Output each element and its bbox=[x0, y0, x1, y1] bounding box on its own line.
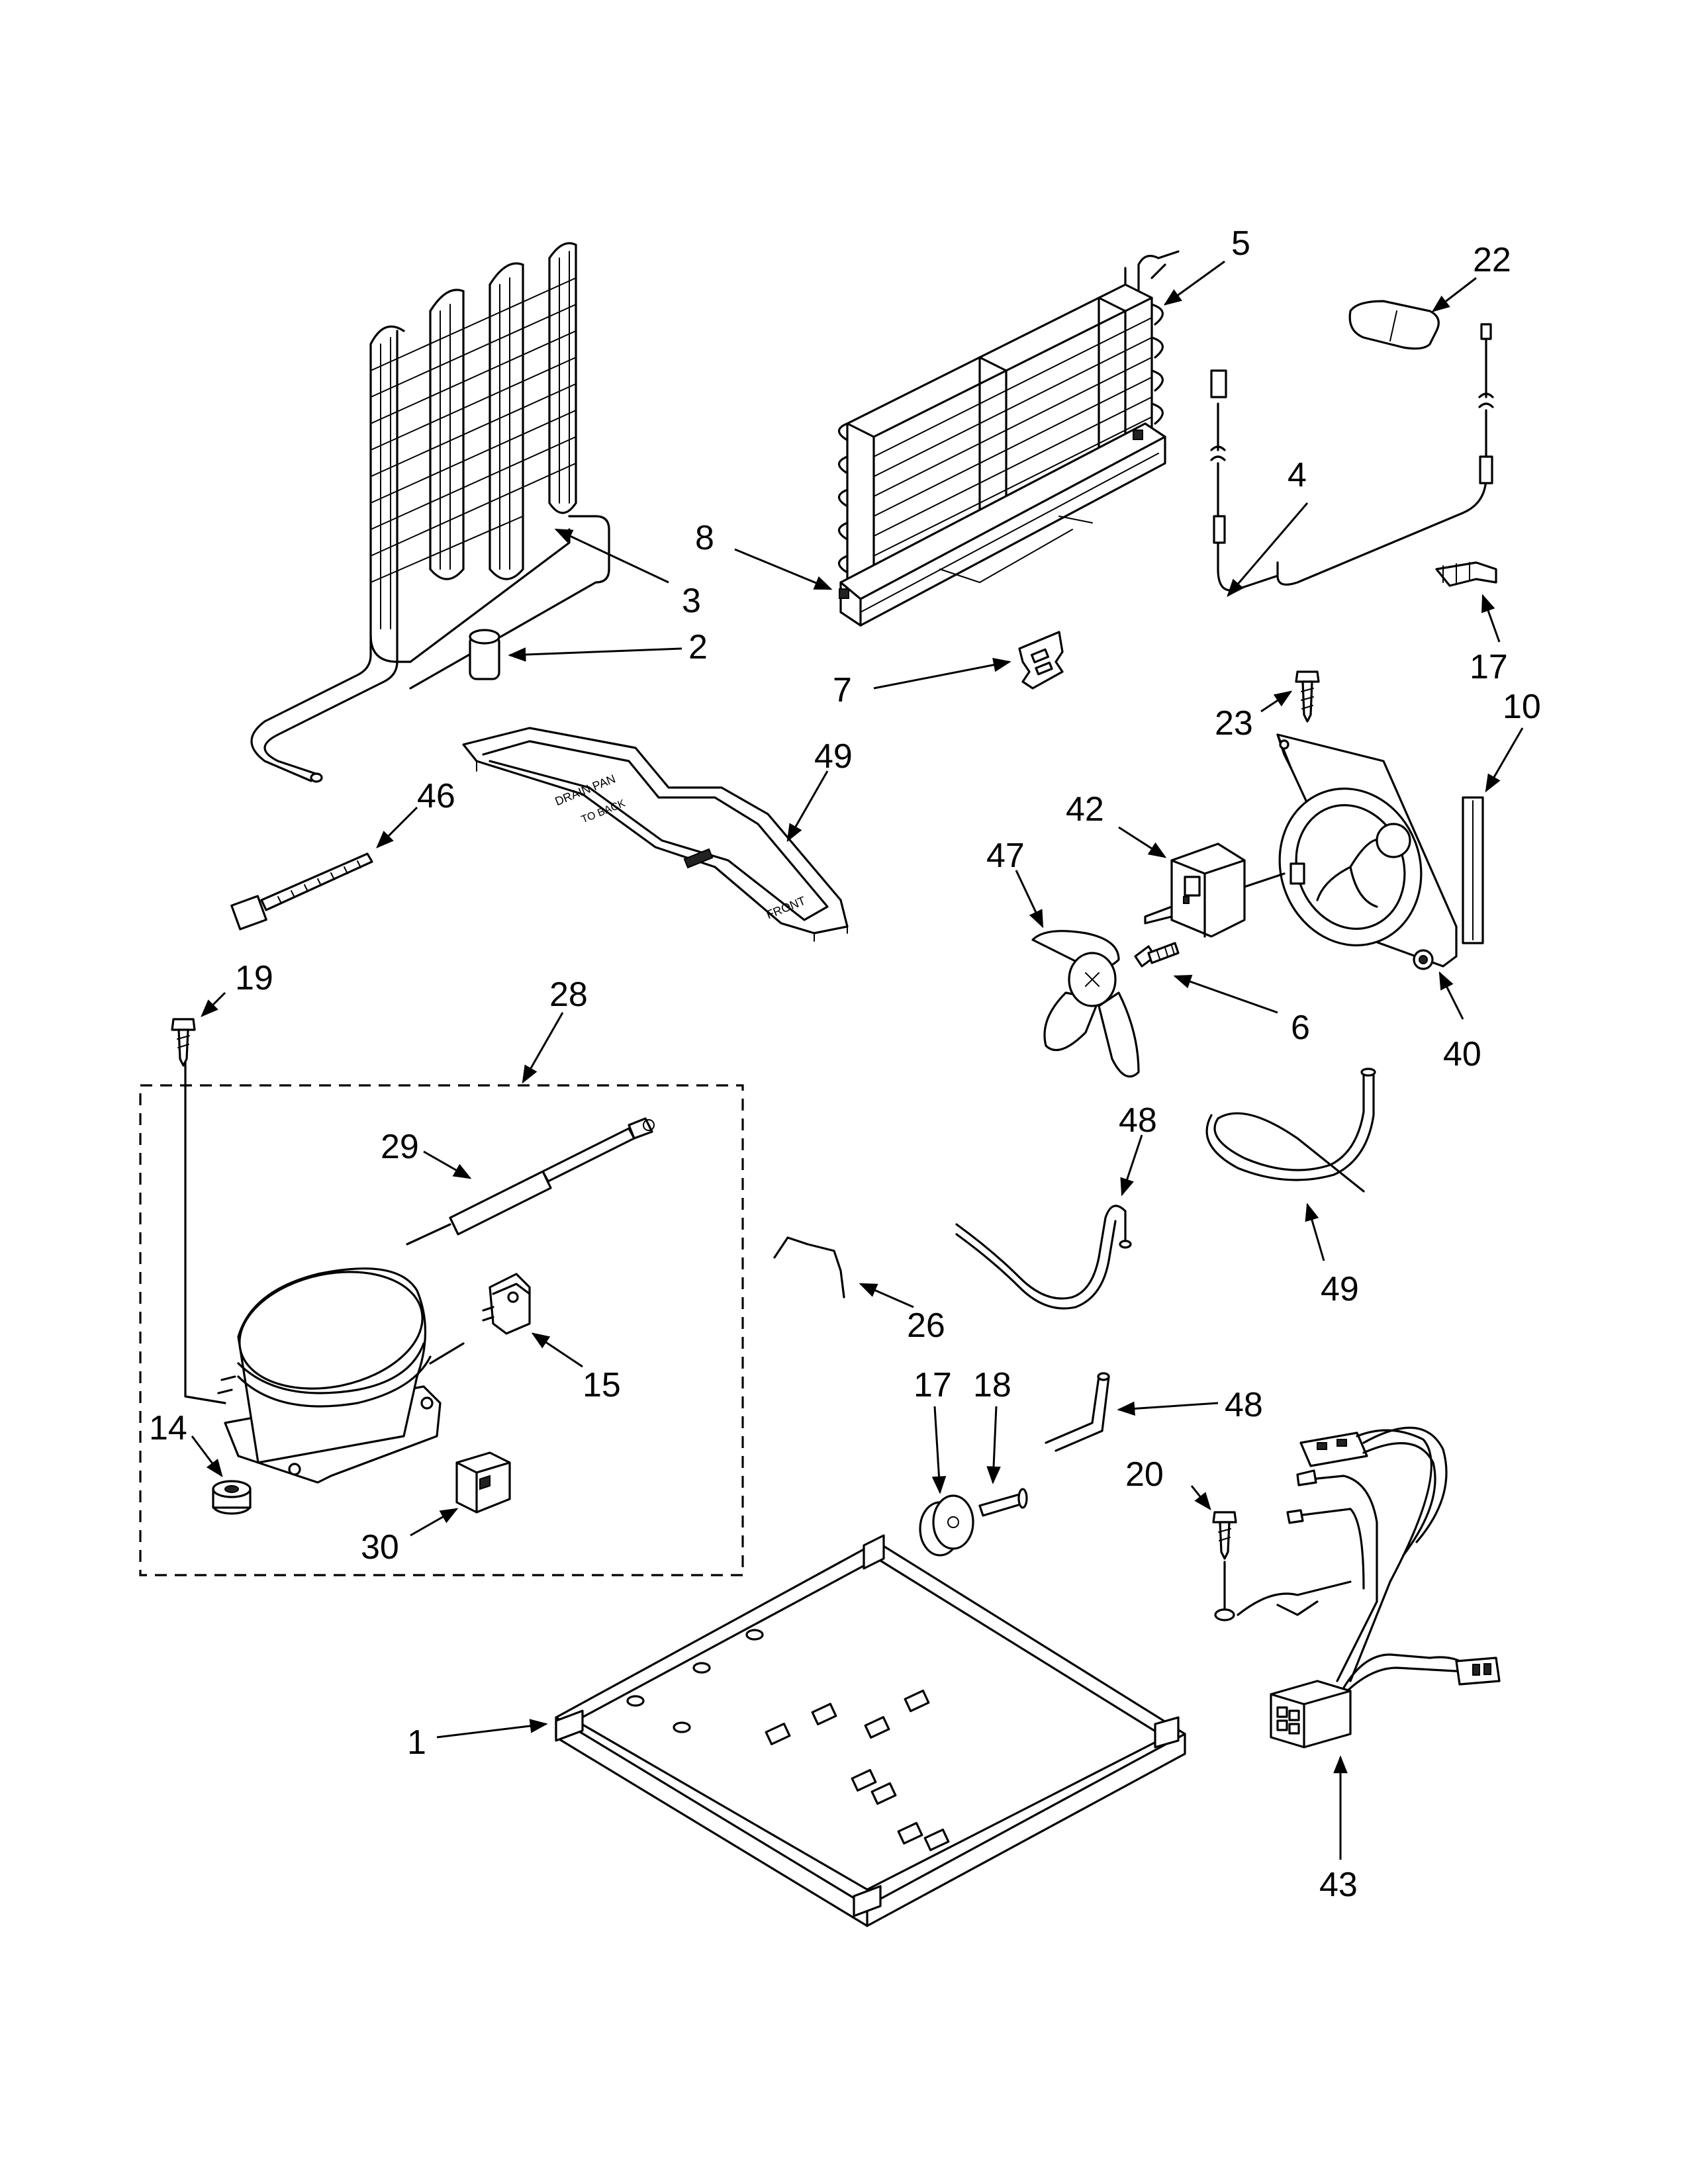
relay-part-15 bbox=[482, 1273, 531, 1335]
wire-harness-part bbox=[1237, 1426, 1501, 1749]
callout-47: 49 bbox=[1321, 1270, 1359, 1308]
callout-19: 17 bbox=[1470, 648, 1508, 686]
callout-7: 8 bbox=[695, 519, 714, 557]
screw-part-20 bbox=[171, 1018, 196, 1067]
tube-part-47 bbox=[1205, 1068, 1376, 1193]
callout-1: 1 bbox=[407, 1723, 426, 1762]
screw-part-6 bbox=[1134, 942, 1180, 968]
callout-21: 20 bbox=[1125, 1455, 1164, 1494]
screw-part-21 bbox=[1212, 1511, 1237, 1621]
filter-drier-part bbox=[406, 1117, 655, 1246]
callout-2: 2 bbox=[688, 628, 708, 666]
callout-29: 29 bbox=[381, 1128, 419, 1166]
callout-17: 17 bbox=[914, 1366, 952, 1404]
gasket-strip-part bbox=[1462, 796, 1484, 944]
fan-shroud-part bbox=[1276, 733, 1458, 970]
cap-part-2 bbox=[469, 629, 500, 680]
condenser-coil-part bbox=[250, 242, 610, 783]
sensor-wire-part bbox=[1210, 323, 1494, 592]
grommet-part-14 bbox=[212, 1480, 252, 1515]
callout-14: 14 bbox=[149, 1409, 187, 1447]
callout-4: 4 bbox=[1288, 456, 1307, 494]
callout-6: 6 bbox=[1291, 1009, 1310, 1047]
evaporator-coil-part bbox=[837, 250, 1180, 604]
wire-clip-part-26 bbox=[773, 1236, 845, 1298]
fan-blade-part bbox=[1031, 930, 1140, 1078]
roller-part-17 bbox=[919, 1494, 974, 1557]
callout-20: 19 bbox=[235, 959, 273, 997]
drain-pan-part: DRAIN PAN TO BACK FRONT bbox=[462, 727, 849, 942]
callout-15: 15 bbox=[583, 1366, 621, 1404]
screw-part-23 bbox=[1295, 670, 1320, 723]
callout-26: 26 bbox=[907, 1306, 945, 1345]
callout-39: 40 bbox=[1443, 1035, 1481, 1073]
overload-part-32 bbox=[455, 1451, 511, 1514]
base-frame-part bbox=[555, 1534, 1186, 1927]
callout-18: 18 bbox=[973, 1366, 1011, 1404]
fan-motor-part bbox=[1144, 842, 1286, 938]
bracket-part-8 bbox=[1018, 631, 1064, 690]
callout-22: 22 bbox=[1473, 241, 1511, 279]
callout-3: 3 bbox=[682, 582, 701, 620]
tube-part-46 bbox=[955, 1205, 1132, 1310]
callout-42: 43 bbox=[1319, 1866, 1358, 1904]
callout-5: 5 bbox=[1231, 224, 1250, 263]
callout-8: 7 bbox=[833, 671, 852, 709]
evaporator-cover-part bbox=[839, 422, 1166, 627]
clip-part-19 bbox=[1435, 561, 1497, 587]
cap-part-22 bbox=[1348, 300, 1440, 350]
tube-part-48 bbox=[1045, 1372, 1110, 1452]
callout-49: 49 bbox=[814, 737, 853, 776]
callout-28: 28 bbox=[549, 976, 588, 1014]
callout-43: 47 bbox=[986, 837, 1025, 875]
callout-23: 23 bbox=[1215, 704, 1253, 743]
callout-46: 48 bbox=[1119, 1101, 1157, 1140]
callout-32: 30 bbox=[361, 1528, 399, 1567]
compressor-part bbox=[184, 1061, 465, 1484]
compressor-assembly-box bbox=[139, 1084, 744, 1576]
callout-40: 42 bbox=[1066, 790, 1104, 829]
callout-48: 48 bbox=[1225, 1386, 1263, 1424]
axle-pin-part-18 bbox=[978, 1488, 1028, 1517]
callout-10: 10 bbox=[1503, 688, 1541, 726]
cable-tie-part bbox=[230, 852, 373, 931]
callout-30: 46 bbox=[417, 777, 455, 815]
